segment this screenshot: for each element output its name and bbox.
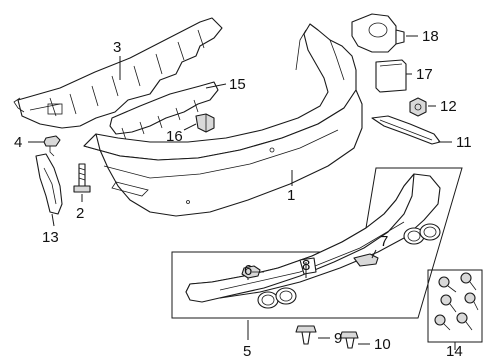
part-10-push-clip bbox=[339, 331, 359, 349]
callout-15: 15 bbox=[229, 76, 246, 93]
callout-2: 2 bbox=[76, 205, 84, 222]
callout-14: 14 bbox=[446, 343, 463, 360]
callout-labels: 3 15 4 16 2 13 1 18 17 12 11 6 8 7 5 9 1… bbox=[14, 28, 472, 360]
leader-lines bbox=[28, 35, 456, 350]
part-16-bolt bbox=[195, 113, 215, 133]
part-8-clip bbox=[299, 257, 317, 275]
part-13-side-bracket bbox=[35, 153, 63, 215]
callout-9: 9 bbox=[334, 330, 342, 347]
part-11-reflector bbox=[371, 115, 441, 145]
part-2-bolt bbox=[73, 163, 91, 193]
callout-6: 6 bbox=[244, 262, 252, 279]
callout-16: 16 bbox=[166, 128, 183, 145]
callout-4: 4 bbox=[14, 134, 22, 151]
callout-5: 5 bbox=[243, 343, 251, 360]
part-3-absorber bbox=[13, 17, 223, 129]
part-6-screw bbox=[241, 265, 264, 279]
callout-3: 3 bbox=[113, 39, 121, 56]
part-17-module bbox=[375, 59, 407, 93]
callout-10: 10 bbox=[374, 336, 391, 353]
leader-15 bbox=[205, 83, 227, 89]
part-12-nut bbox=[409, 97, 427, 117]
part-9-push-clip bbox=[295, 325, 317, 345]
part-15-bracket bbox=[109, 81, 219, 141]
callout-11: 11 bbox=[456, 134, 472, 151]
part-1-bumper-cover bbox=[83, 23, 363, 217]
callout-12: 12 bbox=[440, 98, 457, 115]
part-4-clip bbox=[43, 135, 61, 157]
callout-8: 8 bbox=[302, 257, 310, 274]
leader-13 bbox=[51, 213, 55, 227]
leader-7 bbox=[371, 249, 377, 259]
part-14-frame bbox=[427, 269, 483, 343]
part-18-sensor bbox=[351, 13, 405, 53]
leader-16 bbox=[183, 123, 197, 131]
callout-17: 17 bbox=[416, 66, 433, 83]
part-14-bolt-set bbox=[427, 269, 483, 343]
callout-18: 18 bbox=[422, 28, 439, 45]
callout-13: 13 bbox=[42, 229, 59, 246]
callout-1: 1 bbox=[287, 187, 295, 204]
callout-7: 7 bbox=[380, 233, 388, 250]
part-5-valance bbox=[185, 173, 441, 309]
